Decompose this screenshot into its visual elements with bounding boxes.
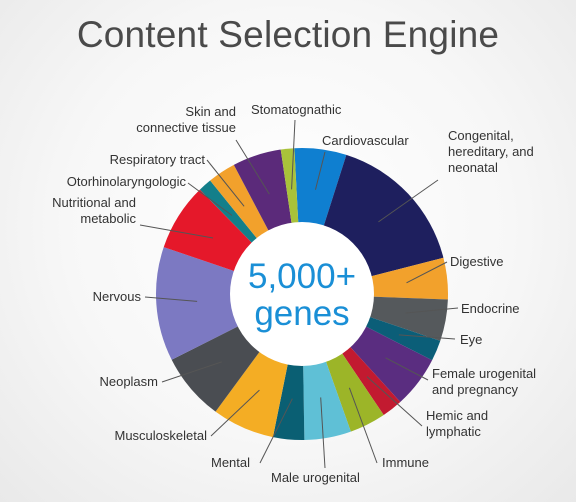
leader-digestive	[406, 261, 448, 284]
leader-otorhinolaryngologic	[187, 182, 233, 216]
center-genes-text: genes	[254, 294, 349, 333]
label-eye: Eye	[460, 332, 482, 347]
leader-male-urogenital	[320, 397, 326, 469]
label-musculoskeletal: Musculoskeletal	[115, 428, 208, 443]
label-cardiovascular: Cardiovascular	[322, 133, 409, 148]
label-endocrine: Endocrine	[461, 301, 520, 316]
slice-nervous	[156, 247, 302, 360]
leader-hemic-and-lymphatic	[366, 376, 423, 427]
label-otorhinolaryngologic: Otorhinolaryngologic	[67, 174, 187, 189]
leader-skin-and-connective-tissue	[235, 139, 270, 195]
leader-mental	[259, 398, 293, 464]
leader-endocrine	[405, 307, 459, 314]
leader-cardiovascular	[314, 151, 326, 190]
leader-immune	[348, 387, 378, 464]
label-neoplasm: Neoplasm	[99, 374, 158, 389]
label-respiratory-tract: Respiratory tract	[110, 152, 206, 167]
leader-female-urogenital-and-pregnancy	[385, 357, 429, 381]
labels-group: Cardiovascular Congenital,hereditary, and…	[52, 102, 536, 485]
label-nervous: Nervous	[93, 289, 142, 304]
leader-neoplasm	[161, 361, 222, 383]
leader-lines-group	[139, 119, 459, 469]
leader-eye	[398, 334, 456, 340]
label-immune: Immune	[382, 455, 429, 470]
center-count-text: 5,000+	[248, 257, 356, 296]
donut-hole	[230, 222, 374, 366]
leader-nutritional-and-metabolic	[139, 224, 214, 239]
leader-musculoskeletal	[210, 389, 260, 437]
label-male-urogenital: Male urogenital	[271, 470, 360, 485]
leader-congenital-hereditary-and-neonatal	[378, 179, 439, 223]
label-digestive: Digestive	[450, 254, 503, 269]
page-title: Content Selection Engine	[76, 14, 500, 55]
leader-nervous	[144, 296, 198, 302]
leader-stomatognathic	[291, 119, 296, 190]
label-stomatognathic: Stomatognathic	[251, 102, 342, 117]
leader-respiratory-tract	[206, 159, 245, 207]
label-mental: Mental	[211, 455, 250, 470]
